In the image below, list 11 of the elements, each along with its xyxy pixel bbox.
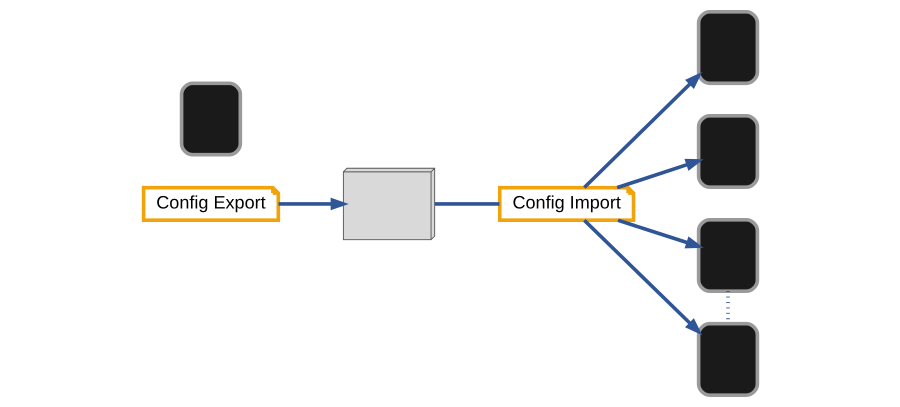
connector: [434, 202, 499, 206]
arrow: [582, 72, 702, 189]
arrow: [278, 198, 348, 210]
arrow: [617, 218, 704, 248]
node-box: [696, 322, 759, 397]
node-box: [696, 218, 759, 293]
node-box: [179, 81, 242, 156]
node-box: [696, 114, 759, 190]
arrow: [582, 219, 702, 336]
node-box: [696, 10, 759, 86]
arrow: [616, 158, 704, 190]
